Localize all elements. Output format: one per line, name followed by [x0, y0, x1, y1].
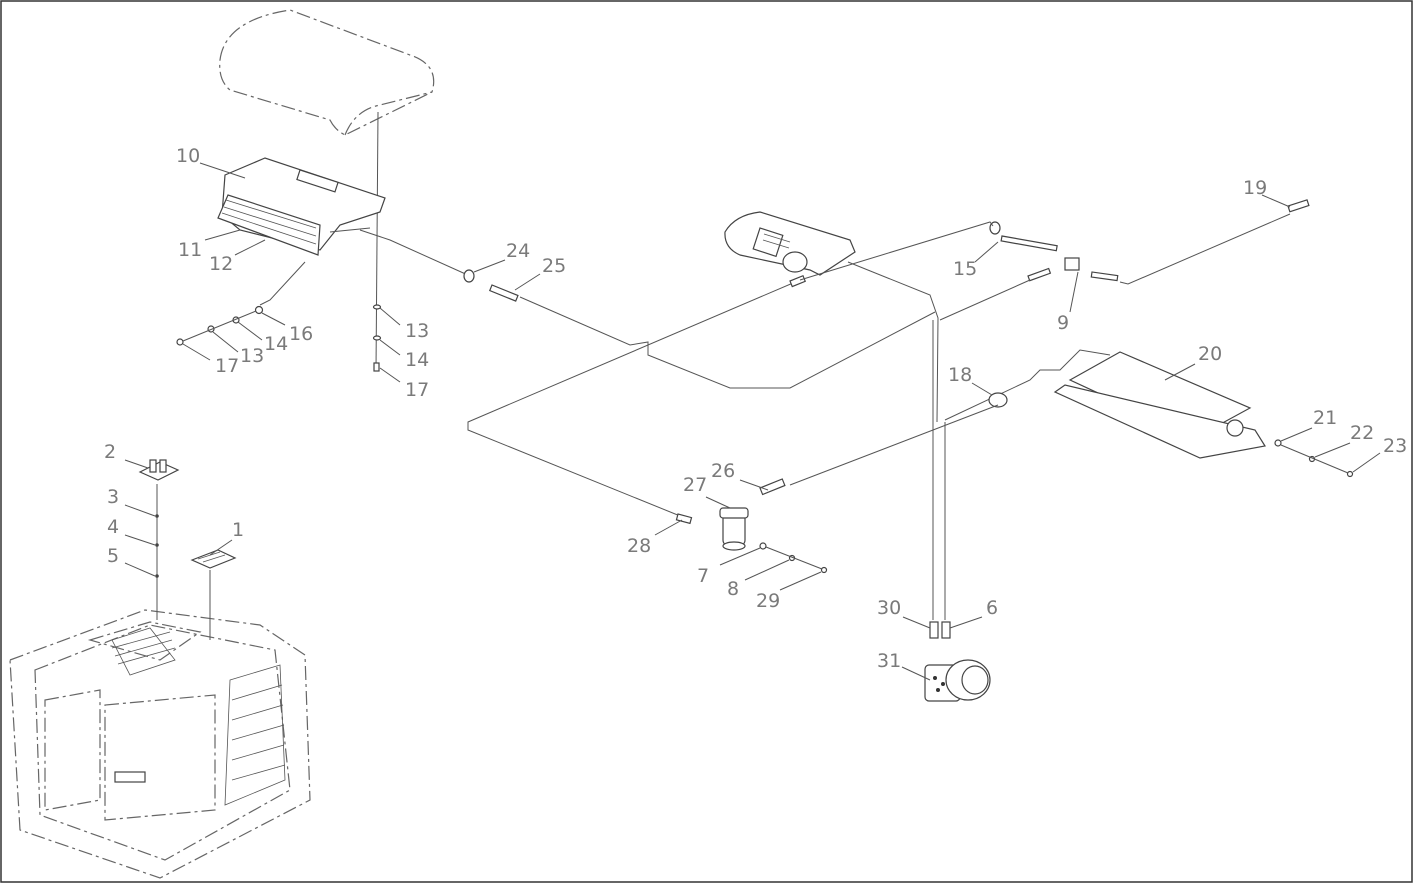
- callout-19: 19: [1243, 177, 1267, 199]
- callout-13b: 13: [405, 320, 429, 342]
- hose-to-19: [1119, 213, 1291, 285]
- hose-fitting-9: [1027, 267, 1052, 282]
- callout-5: 5: [107, 545, 119, 567]
- callout-3: 3: [107, 486, 119, 508]
- callout-14a: 14: [264, 333, 288, 355]
- callout-17a: 17: [215, 355, 239, 377]
- condenser-part: [1053, 351, 1266, 459]
- hose-end-19: [1287, 199, 1310, 213]
- vent-grille-1: [190, 549, 237, 569]
- fastener-group-left: [176, 305, 264, 346]
- callout-27: 27: [683, 474, 707, 496]
- callout-8: 8: [727, 578, 739, 600]
- fastener-group-vertical: [372, 304, 382, 372]
- callout-1: 1: [232, 519, 244, 541]
- roof-cover-part: [219, 9, 435, 136]
- callout-11: 11: [178, 239, 202, 261]
- callout-12: 12: [209, 253, 233, 275]
- callout-17b: 17: [405, 379, 429, 401]
- callout-22: 22: [1350, 422, 1374, 444]
- evaporator-drain-line: [259, 261, 306, 306]
- hose-fitting-15: [1000, 235, 1058, 252]
- compressor-part: [924, 659, 991, 702]
- hose-to-valve: [939, 279, 1031, 321]
- fitting-6: [941, 621, 951, 639]
- hose-to-26: [789, 404, 999, 486]
- receiver-drier-part: [719, 507, 749, 551]
- evaporator-hose-line: [359, 229, 471, 277]
- clamp-18: [988, 392, 1008, 408]
- o-ring-24: [463, 269, 475, 283]
- callout-2: 2: [104, 441, 116, 463]
- callout-23: 23: [1383, 435, 1407, 457]
- roof-support-line: [375, 111, 379, 371]
- evaporator-housing-part: [217, 157, 386, 256]
- callout-7: 7: [697, 565, 709, 587]
- callout-14b: 14: [405, 349, 429, 371]
- fitting-28: [675, 513, 693, 525]
- callout-9: 9: [1057, 312, 1069, 334]
- valve-9: [1064, 257, 1080, 271]
- condenser-hose: [944, 349, 1111, 421]
- callout-15: 15: [953, 258, 977, 280]
- callout-30: 30: [877, 597, 901, 619]
- hose-main: [519, 296, 936, 389]
- blower-unit-part: [724, 211, 856, 276]
- callout-16: 16: [289, 323, 313, 345]
- cab-frame-part: [9, 609, 311, 879]
- blower-hose: [847, 261, 939, 423]
- callout-20: 20: [1198, 343, 1222, 365]
- leader-lines: [124, 162, 1381, 681]
- callout-10: 10: [176, 145, 200, 167]
- callout-13a: 13: [240, 345, 264, 367]
- callout-28: 28: [627, 535, 651, 557]
- callout-31: 31: [877, 650, 901, 672]
- callout-29: 29: [756, 590, 780, 612]
- fastener-group-drier: [759, 542, 828, 574]
- hose-long-loop: [467, 279, 801, 521]
- mount-bracket-2: [138, 459, 180, 481]
- callout-6: 6: [986, 597, 998, 619]
- blower-fitting: [789, 274, 807, 288]
- fastener-group-right: [1274, 439, 1354, 478]
- callout-18: 18: [948, 364, 972, 386]
- fitting-30: [929, 621, 939, 639]
- washers-3-4-5: [155, 514, 159, 578]
- hose-fitting-25: [488, 284, 519, 302]
- hose-upper-loop: [799, 221, 994, 281]
- hose-fitting-right: [1090, 271, 1119, 282]
- callout-labels: 1 2 3 4 5 6 7 8 9 10 11 12 13 13 14 14 1…: [104, 145, 1407, 672]
- callout-24: 24: [506, 240, 530, 262]
- fitting-26: [759, 478, 786, 496]
- callout-26: 26: [711, 460, 735, 482]
- callout-21: 21: [1313, 407, 1337, 429]
- callout-4: 4: [107, 516, 119, 538]
- callout-25: 25: [542, 255, 566, 277]
